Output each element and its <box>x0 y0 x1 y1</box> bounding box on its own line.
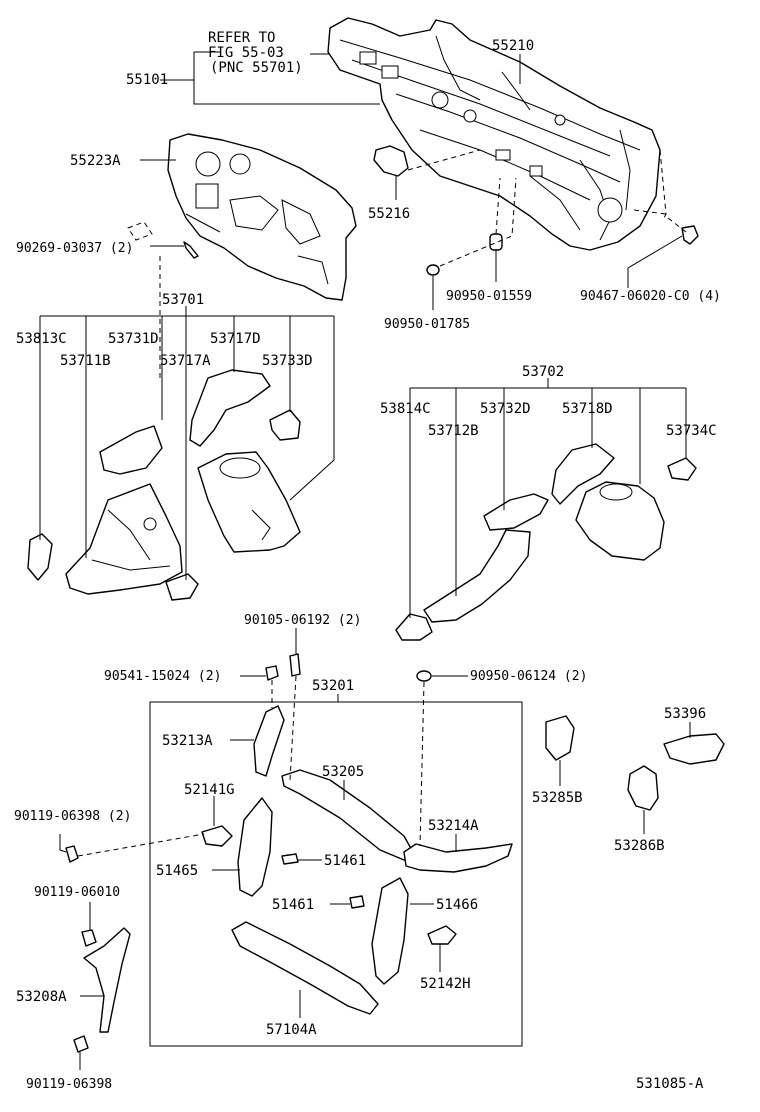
label-53814c: 53814C <box>380 401 431 417</box>
label-51461-b: 51461 <box>272 897 314 913</box>
dash-panel-assembly <box>327 17 661 251</box>
label-53702: 53702 <box>522 364 564 380</box>
label-53717d: 53717D <box>210 331 261 347</box>
label-90105: 90105-06192 (2) <box>244 613 361 628</box>
label-53701: 53701 <box>162 292 204 308</box>
label-90119-06398-bottom: 90119-06398 <box>26 1077 112 1092</box>
label-53214a: 53214A <box>428 818 479 834</box>
label-55101: 55101 <box>126 72 168 88</box>
label-53717a: 53717A <box>160 353 211 369</box>
label-52141g: 52141G <box>184 782 235 798</box>
apron-right-parts <box>395 443 697 641</box>
label-90950-01559: 90950-01559 <box>446 289 532 304</box>
label-53718d: 53718D <box>562 401 613 417</box>
label-53285b: 53285B <box>532 790 583 806</box>
label-53813c: 53813C <box>16 331 67 347</box>
label-53711b: 53711B <box>60 353 111 369</box>
label-53396: 53396 <box>664 706 706 722</box>
apron-left-parts <box>27 369 301 601</box>
label-53712b: 53712B <box>428 423 479 439</box>
label-53734c: 53734C <box>666 423 717 439</box>
label-57104a: 57104A <box>266 1022 317 1038</box>
small-fasteners-top <box>127 145 699 276</box>
label-refer-line1: REFER TO <box>208 30 275 46</box>
radiator-support-parts <box>65 653 725 1053</box>
label-52142h: 52142H <box>420 976 471 992</box>
label-90269: 90269-03037 (2) <box>16 241 133 256</box>
label-90467: 90467-06020-C0 (4) <box>580 289 721 304</box>
label-90950-01785: 90950-01785 <box>384 317 470 332</box>
label-53208a: 53208A <box>16 989 67 1005</box>
part-labels: 55101 REFER TO FIG 55-03 (PNC 55701) 552… <box>14 30 721 1092</box>
label-refer-line3: (PNC 55701) <box>210 60 303 76</box>
label-53733d: 53733D <box>262 353 313 369</box>
label-90950-06124: 90950-06124 (2) <box>470 669 587 684</box>
label-51465: 51465 <box>156 863 198 879</box>
label-55216: 55216 <box>368 206 410 222</box>
label-90119-06010: 90119-06010 <box>34 885 120 900</box>
label-90119-06398-2: 90119-06398 (2) <box>14 809 131 824</box>
label-55210: 55210 <box>492 38 534 54</box>
label-53205: 53205 <box>322 764 364 780</box>
leader-lines <box>39 51 691 1070</box>
label-55223a: 55223A <box>70 153 121 169</box>
label-refer-line2: FIG 55-03 <box>208 45 284 61</box>
dash-insulator-55223a <box>167 133 357 301</box>
label-53286b: 53286B <box>614 838 665 854</box>
label-53213a: 53213A <box>162 733 213 749</box>
label-51461-a: 51461 <box>324 853 366 869</box>
label-53731d: 53731D <box>108 331 159 347</box>
label-90541: 90541-15024 (2) <box>104 669 221 684</box>
label-53201: 53201 <box>312 678 354 694</box>
label-51466: 51466 <box>436 897 478 913</box>
label-diagram-code: 531085-A <box>636 1076 704 1092</box>
label-53732d: 53732D <box>480 401 531 417</box>
